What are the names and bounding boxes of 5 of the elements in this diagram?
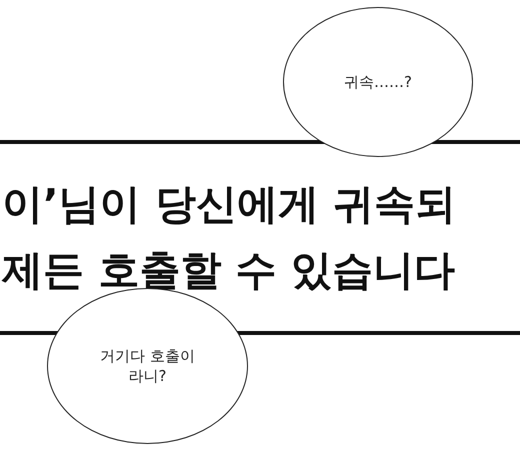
caption-band bbox=[0, 140, 520, 335]
speech-text: 귀속……? bbox=[344, 72, 412, 92]
caption-text: 제든 호출할 수 있습니다 bbox=[2, 244, 455, 296]
speech-text: 거기다 호출이라니? bbox=[100, 346, 195, 386]
caption-text: 이’님이 당신에게 귀속되 bbox=[2, 178, 456, 230]
